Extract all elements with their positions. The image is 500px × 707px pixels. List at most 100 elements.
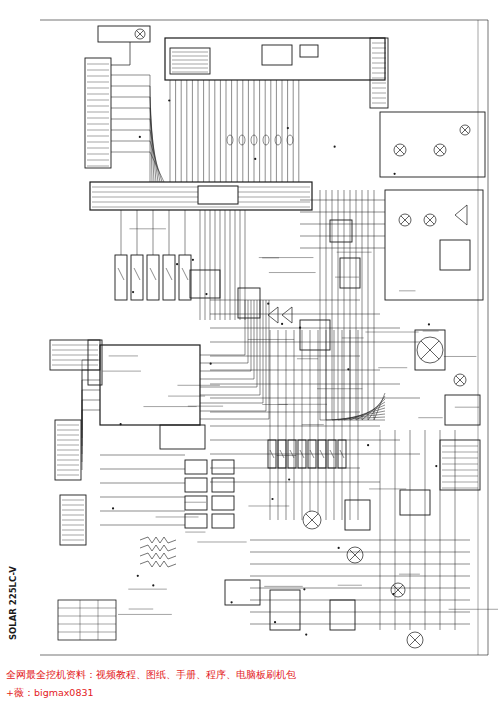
wire: [442, 482, 478, 483]
wire: [250, 576, 470, 577]
wire: [425, 430, 426, 630]
wire: [240, 210, 241, 320]
wire: [418, 417, 442, 418]
component-box: [185, 460, 207, 474]
component-box: [165, 38, 385, 80]
component-box: [238, 288, 260, 318]
wire: [302, 424, 324, 425]
wire: [87, 70, 109, 71]
wire: [409, 634, 420, 645]
wire: [442, 452, 478, 453]
wire: [349, 549, 360, 560]
wire: [231, 80, 232, 182]
wire: [444, 356, 477, 357]
wire: [57, 445, 79, 446]
wire: [111, 42, 130, 65]
wire: [230, 210, 231, 320]
wire: [338, 190, 385, 420]
component-box: [340, 258, 360, 288]
wire: [250, 600, 470, 601]
wire: [168, 396, 205, 397]
wire: [395, 430, 396, 630]
wire: [128, 589, 167, 590]
wire: [442, 446, 478, 447]
wire: [137, 31, 144, 38]
wire: [80, 600, 81, 640]
wire: [409, 634, 420, 645]
wire: [462, 127, 469, 134]
component-box: [212, 496, 234, 510]
wire: [342, 330, 343, 520]
component-box: [268, 440, 276, 468]
lamp-symbol: [347, 547, 363, 563]
wire: [401, 216, 409, 224]
component-box: [262, 45, 292, 65]
wire: [393, 585, 403, 595]
wire: [300, 212, 385, 213]
wire: [270, 450, 274, 458]
wire: [87, 118, 109, 119]
wire: [290, 450, 294, 458]
wire: [226, 80, 227, 182]
wire: [210, 314, 380, 315]
wire: [156, 516, 199, 517]
wire: [372, 103, 386, 104]
wire: [399, 574, 420, 575]
wire: [129, 228, 165, 229]
wire: [87, 130, 109, 131]
wire: [455, 430, 456, 630]
wire: [62, 515, 84, 516]
wire: [332, 190, 385, 420]
wire: [62, 505, 84, 506]
component-box: [380, 112, 485, 177]
wire: [436, 146, 444, 154]
wire: [210, 210, 211, 320]
wire: [297, 358, 318, 359]
wire: [58, 616, 116, 617]
wire: [210, 356, 360, 357]
wire: [462, 127, 469, 134]
wire: [87, 88, 109, 89]
wire: [372, 88, 386, 89]
wire: [248, 339, 294, 340]
wire: [372, 48, 386, 49]
wire: [57, 425, 79, 426]
wire: [250, 564, 470, 565]
wire: [87, 160, 109, 161]
component-box: [288, 440, 296, 468]
wire: [220, 210, 221, 320]
wire: [172, 52, 208, 53]
wire: [372, 68, 386, 69]
component-box: [298, 440, 306, 468]
wire: [282, 80, 283, 182]
wire: [278, 330, 279, 520]
wire: [62, 530, 84, 531]
wire: [442, 458, 478, 459]
wire: [349, 549, 360, 560]
wire: [396, 146, 404, 154]
wire: [57, 440, 79, 441]
wire: [358, 330, 359, 520]
component-box: [198, 186, 238, 204]
wire: [442, 476, 478, 477]
wire: [269, 272, 316, 273]
wire: [393, 585, 403, 595]
wire: [242, 80, 243, 182]
wire: [200, 300, 266, 411]
wire: [372, 73, 386, 74]
wire: [150, 268, 156, 280]
wire: [210, 328, 400, 329]
wire: [220, 80, 221, 182]
wire: [140, 545, 176, 551]
wire: [374, 190, 385, 420]
wire: [87, 82, 109, 83]
wire: [396, 146, 404, 154]
wire: [318, 330, 319, 520]
component-box: [270, 590, 300, 630]
wire: [426, 216, 434, 224]
wire: [58, 624, 116, 625]
wire: [337, 252, 372, 253]
wire: [82, 410, 100, 470]
wire: [62, 510, 84, 511]
